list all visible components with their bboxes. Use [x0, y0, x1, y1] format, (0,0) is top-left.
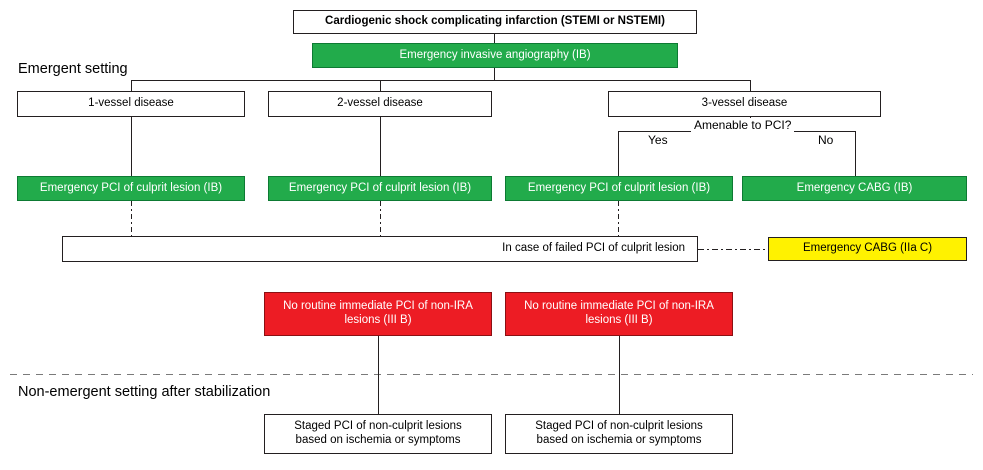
- node-1-vessel-label: 1-vessel disease: [88, 97, 174, 110]
- connector-title-to-angiography: [494, 34, 495, 44]
- decision-no-label: No: [815, 133, 837, 147]
- node-staged-pci-2-line1: Staged PCI of non-culprit lesions: [535, 420, 703, 433]
- node-emergency-cabg-ib: Emergency CABG (IB): [742, 176, 967, 201]
- connector-no-routine-pci-2-to-staged: [619, 336, 620, 414]
- connector-no-routine-pci-1-to-staged: [378, 336, 379, 414]
- node-staged-pci-1-line2: based on ischemia or symptoms: [295, 434, 461, 446]
- node-emergency-cabg-ib-label: Emergency CABG (IB): [796, 181, 913, 194]
- connector-2-vessel-to-pci: [380, 117, 381, 176]
- connector-decision-yes-drop: [618, 131, 619, 176]
- connector-bus-to-2-vessel: [380, 80, 381, 91]
- node-title-label: Cardiogenic shock complicating infarctio…: [325, 15, 665, 28]
- connector-1-vessel-to-pci: [131, 117, 132, 176]
- node-emergency-cabg-iia-c-label: Emergency CABG (IIa C): [802, 242, 933, 255]
- node-no-routine-pci-1-line1: No routine immediate PCI of non-IRA: [283, 300, 473, 313]
- decision-question-label: Amenable to PCI?: [691, 118, 795, 132]
- node-no-routine-pci-2-line2: lesions (III B): [585, 314, 653, 326]
- connector-bus-to-1-vessel: [131, 80, 132, 91]
- node-no-routine-pci-2-line1: No routine immediate PCI of non-IRA: [524, 300, 714, 313]
- node-2-vessel-disease: 2-vessel disease: [268, 91, 492, 117]
- node-emergency-pci-1: Emergency PCI of culprit lesion (IB): [17, 176, 245, 201]
- node-emergency-pci-2: Emergency PCI of culprit lesion (IB): [268, 176, 492, 201]
- node-failed-pci-label: In case of failed PCI of culprit lesion: [502, 242, 685, 255]
- node-title-cardiogenic-shock: Cardiogenic shock complicating infarctio…: [293, 10, 697, 34]
- node-staged-pci-1: Staged PCI of non-culprit lesions based …: [264, 414, 492, 454]
- node-staged-pci-2-line2: based on ischemia or symptoms: [536, 434, 702, 446]
- node-emergency-pci-1-label: Emergency PCI of culprit lesion (IB): [39, 181, 223, 194]
- connector-pci3-to-failed-pci: [618, 201, 619, 258]
- node-no-routine-pci-1: No routine immediate PCI of non-IRA lesi…: [264, 292, 492, 336]
- node-no-routine-pci-1-line2: lesions (III B): [344, 314, 412, 326]
- node-staged-pci-2: Staged PCI of non-culprit lesions based …: [505, 414, 733, 454]
- node-emergency-cabg-iia-c: Emergency CABG (IIa C): [768, 237, 967, 261]
- section-divider: [10, 374, 973, 375]
- node-emergency-pci-3-label: Emergency PCI of culprit lesion (IB): [527, 181, 711, 194]
- node-2-vessel-label: 2-vessel disease: [337, 97, 423, 110]
- connector-bus-to-3-vessel: [750, 80, 751, 91]
- node-3-vessel-label: 3-vessel disease: [701, 97, 788, 110]
- node-angiography-label: Emergency invasive angiography (IB): [399, 48, 591, 61]
- connector-failed-pci-to-cabg-fallback: [698, 249, 768, 250]
- node-emergency-pci-2-label: Emergency PCI of culprit lesion (IB): [288, 181, 472, 194]
- connector-vessel-bus: [131, 80, 750, 81]
- node-no-routine-pci-2: No routine immediate PCI of non-IRA lesi…: [505, 292, 733, 336]
- node-emergency-pci-3: Emergency PCI of culprit lesion (IB): [505, 176, 733, 201]
- connector-decision-no-drop: [855, 131, 856, 176]
- section-label-emergent-setting: Emergent setting: [18, 61, 128, 77]
- connector-angiography-stem: [494, 68, 495, 80]
- connector-pci1-to-failed-pci: [131, 201, 132, 240]
- node-emergency-invasive-angiography: Emergency invasive angiography (IB): [312, 43, 678, 68]
- section-label-non-emergent-setting: Non-emergent setting after stabilization: [18, 384, 271, 400]
- decision-yes-label: Yes: [645, 133, 671, 147]
- connector-pci2-to-failed-pci: [380, 201, 381, 258]
- node-3-vessel-disease: 3-vessel disease: [608, 91, 881, 117]
- node-failed-pci-bar: In case of failed PCI of culprit lesion: [62, 236, 698, 262]
- node-staged-pci-1-line1: Staged PCI of non-culprit lesions: [294, 420, 462, 433]
- node-1-vessel-disease: 1-vessel disease: [17, 91, 245, 117]
